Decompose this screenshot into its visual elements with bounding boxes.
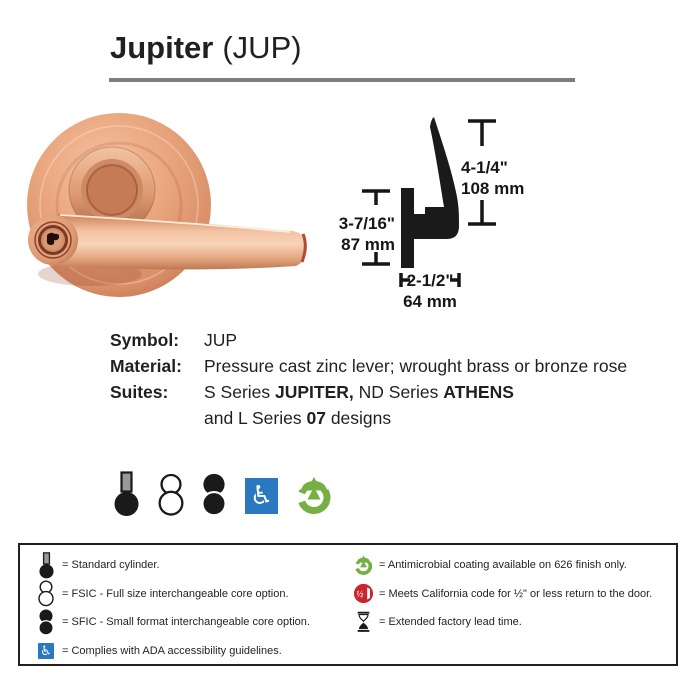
ada-icon: ♿	[243, 476, 280, 516]
lever-silhouette	[401, 117, 459, 268]
california-icon	[347, 583, 379, 604]
ada-icon: ♿	[30, 642, 62, 661]
legend-row-lead-time: = Extended factory lead time.	[347, 608, 652, 637]
product-photo	[27, 113, 307, 297]
material-label: Material:	[110, 356, 182, 376]
legend-text: = Meets California code for ½" or less r…	[379, 587, 653, 600]
legend-text: = FSIC - Full size interchangeable core …	[62, 587, 289, 600]
dimension-lines	[362, 119, 496, 287]
spec-suites-row: Suites: S Series JUPITER, ND Series ATHE…	[110, 379, 627, 431]
dim-depth-in: 2-1/2"	[407, 271, 454, 290]
legend-row-sfic: = SFIC - Small format interchangeable co…	[30, 608, 310, 637]
collar	[68, 146, 156, 234]
dim-height-lever-mm: 108 mm	[461, 179, 524, 198]
legend-row-antimicrobial: = Antimicrobial coating available on 626…	[347, 551, 652, 580]
antimicrobial-icon	[347, 555, 379, 576]
feature-icon-row: ♿	[114, 471, 334, 517]
hourglass-icon	[347, 611, 379, 633]
legend-row-standard-cylinder: = Standard cylinder.	[30, 551, 310, 580]
dimension-drawing: 4-1/4" 108 mm 3-7/16" 87 mm 2-1/2" 64 mm	[339, 117, 524, 311]
symbol-label: Symbol:	[110, 330, 180, 350]
legend-row-california: = Meets California code for ½" or less r…	[347, 580, 652, 609]
legend-left-column: = Standard cylinder. = FSIC - Full size …	[30, 551, 310, 665]
spec-material-row: Material: Pressure cast zinc lever; wrou…	[110, 353, 627, 379]
keyway	[46, 232, 60, 245]
lever-handle	[28, 214, 307, 270]
fsic-icon	[30, 580, 62, 607]
material-value: Pressure cast zinc lever; wrought brass …	[204, 356, 628, 376]
legend-row-fsic: = FSIC - Full size interchangeable core …	[30, 580, 310, 609]
dim-rose-in: 3-7/16"	[339, 214, 395, 233]
standard-cylinder-icon	[30, 552, 62, 579]
spec-symbol-row: Symbol: JUP	[110, 327, 627, 353]
sfic-icon	[201, 473, 227, 517]
legend-box: = Standard cylinder. = FSIC - Full size …	[18, 543, 678, 666]
fsic-icon	[158, 473, 184, 517]
sfic-icon	[30, 609, 62, 636]
wheelchair-glyph: ♿	[40, 643, 52, 659]
legend-text: = SFIC - Small format interchangeable co…	[62, 616, 310, 629]
suites-label: Suites:	[110, 382, 169, 402]
title-divider	[109, 78, 575, 82]
antimicrobial-icon	[294, 476, 334, 516]
page-title-code: (JUP)	[222, 30, 302, 65]
legend-text: = Complies with ADA accessibility guidel…	[62, 645, 282, 658]
spec-block: Symbol: JUP Material: Pressure cast zinc…	[110, 327, 627, 431]
wheelchair-glyph: ♿	[249, 481, 274, 511]
symbol-value: JUP	[204, 330, 238, 350]
legend-text: = Antimicrobial coating available on 626…	[379, 559, 627, 572]
dim-depth-mm: 64 mm	[403, 292, 457, 311]
page-title-bold: Jupiter	[110, 30, 214, 65]
legend-right-column: = Antimicrobial coating available on 626…	[347, 551, 652, 637]
standard-cylinder-icon	[114, 471, 139, 517]
legend-text: = Standard cylinder.	[62, 559, 160, 572]
legend-row-ada: ♿ = Complies with ADA accessibility guid…	[30, 637, 310, 666]
dim-height-lever-in: 4-1/4"	[461, 158, 508, 177]
dim-rose-mm: 87 mm	[341, 235, 395, 254]
legend-text: = Extended factory lead time.	[379, 616, 522, 629]
page-title: Jupiter(JUP)	[110, 30, 302, 66]
